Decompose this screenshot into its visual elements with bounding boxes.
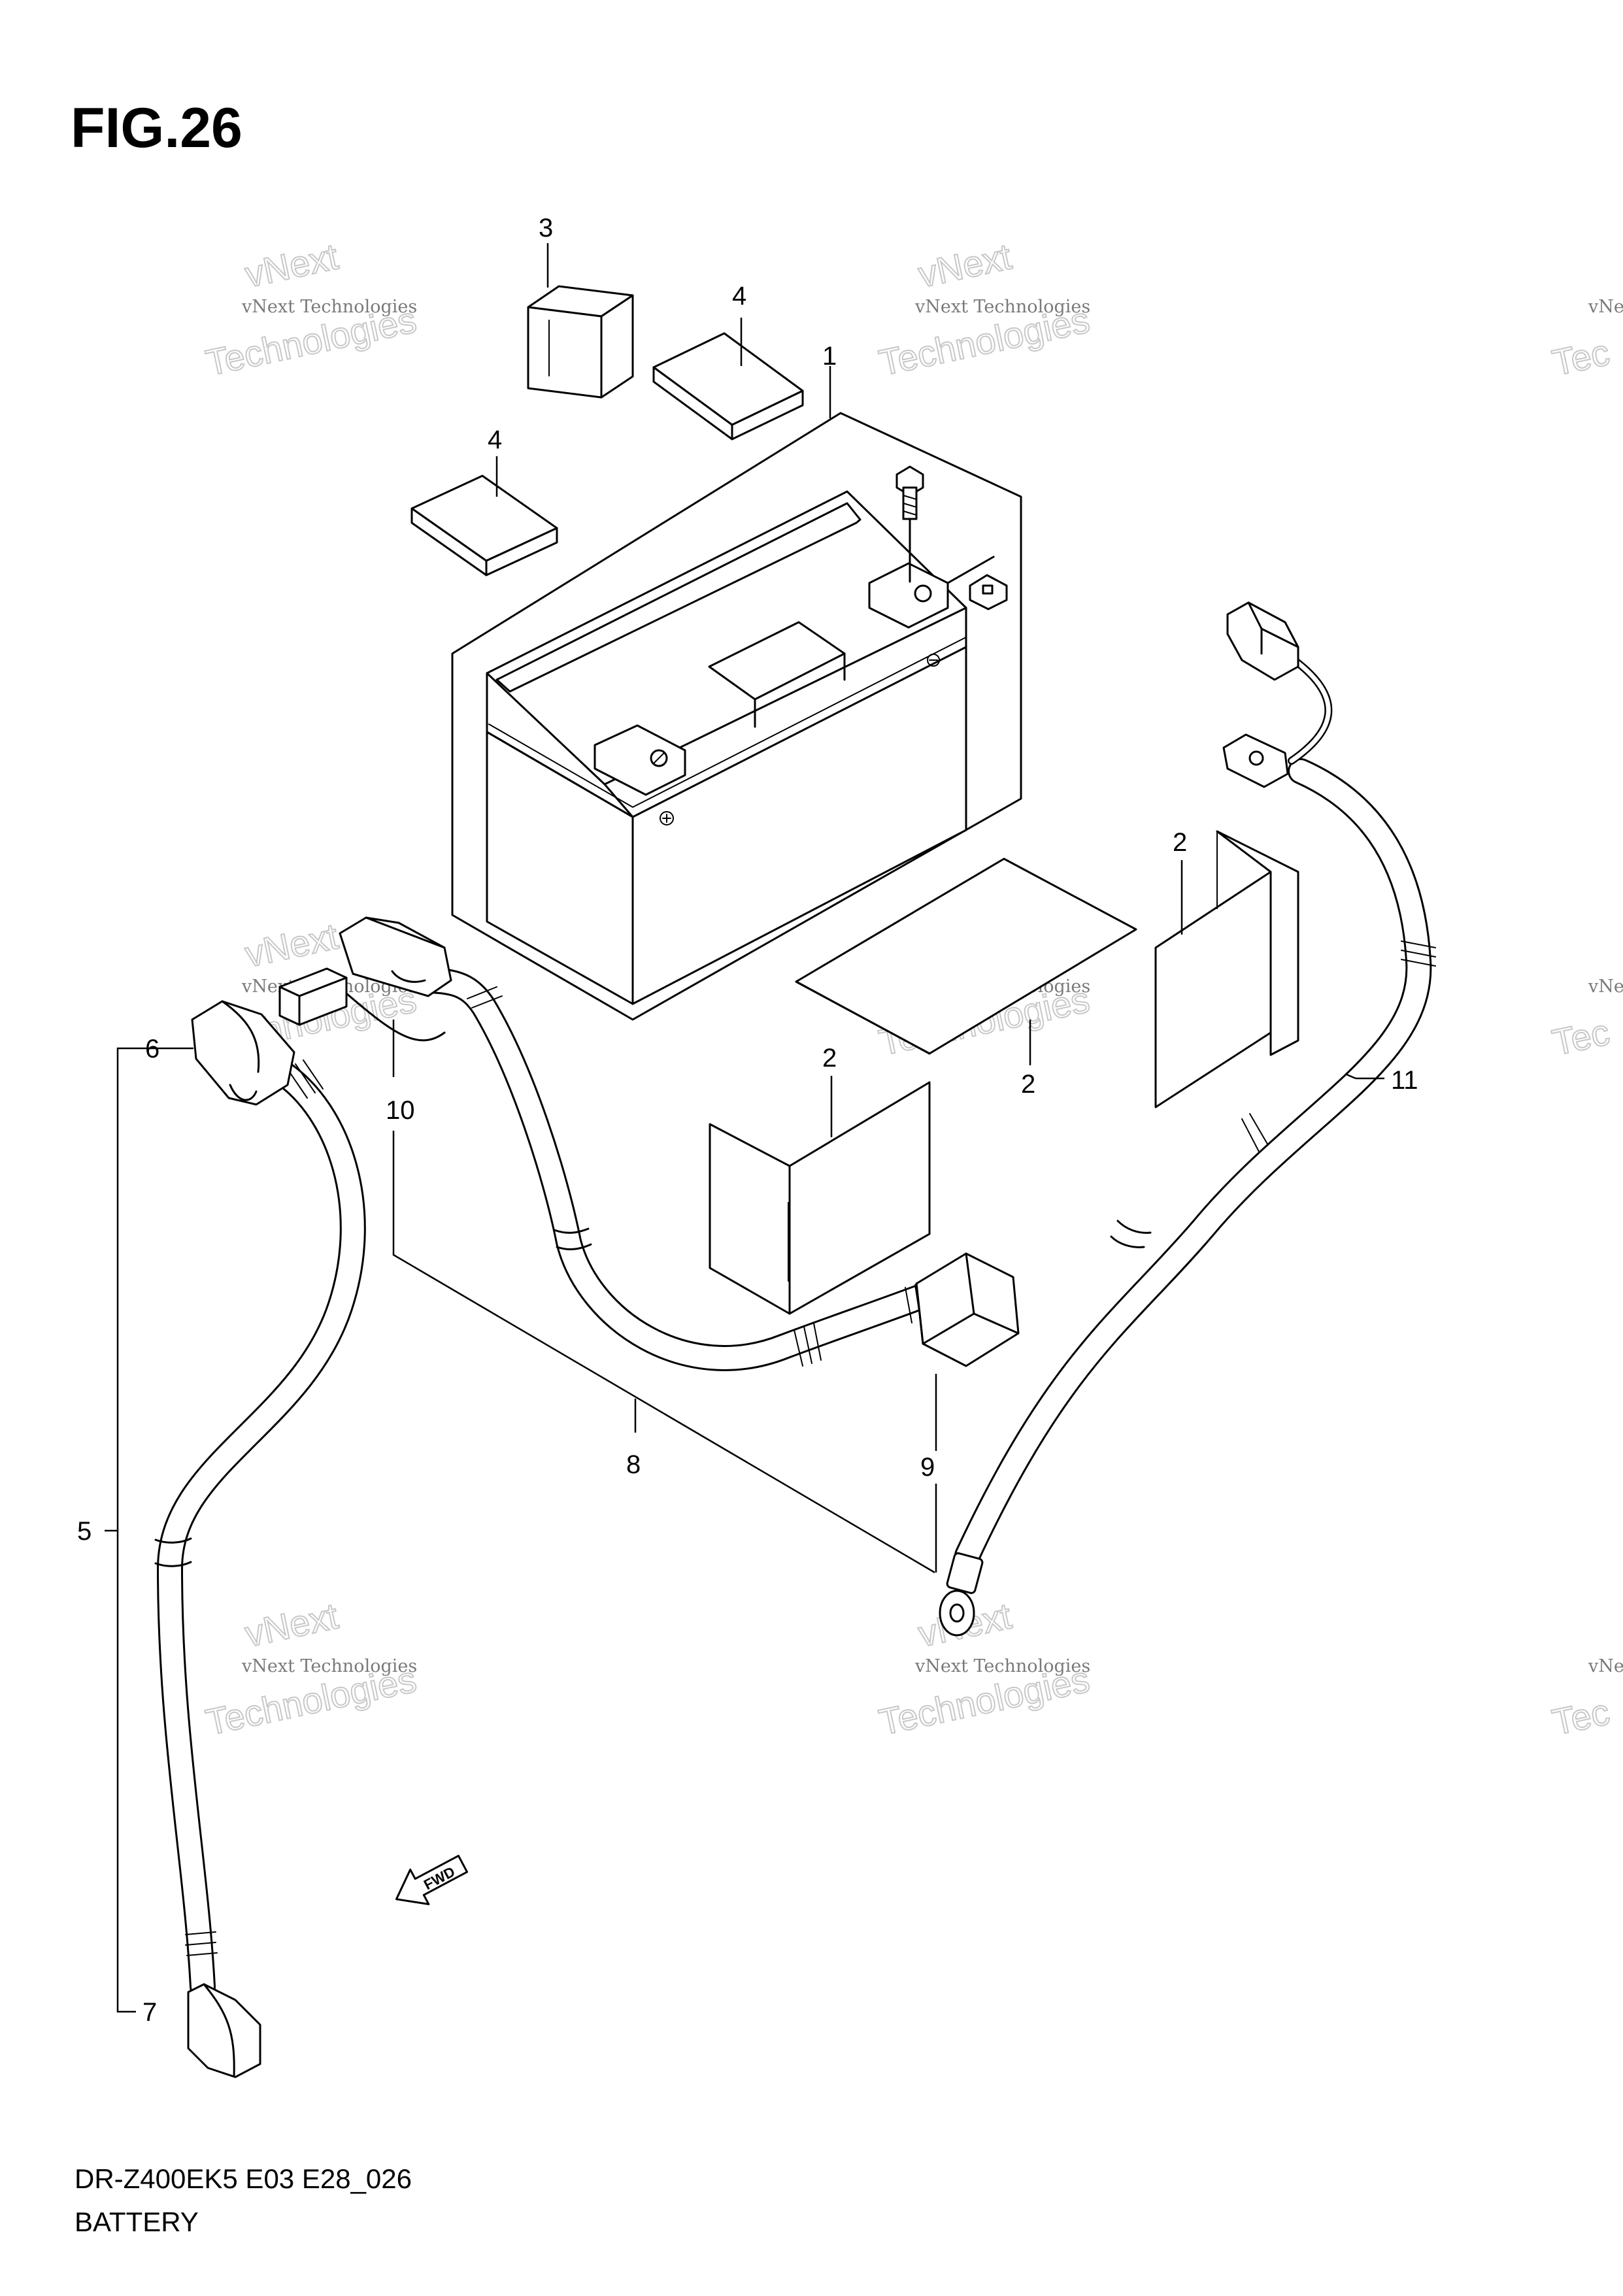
part-7-terminal-cover[interactable] — [187, 1983, 261, 2078]
part-2-pad-side-front[interactable] — [709, 1081, 931, 1315]
watermark: vNext Technologies vNext Technologies — [875, 1594, 1094, 1743]
part-4-pad-lower[interactable] — [410, 474, 558, 576]
callout-8: 8 — [626, 1450, 641, 1479]
callout-3: 3 — [539, 214, 553, 242]
watermark-edge-small: vNe — [1588, 1656, 1623, 1676]
callout-4-lower: 4 — [488, 425, 502, 454]
callout-9: 10 — [386, 1096, 415, 1125]
watermark-vnext: vNext — [914, 235, 1015, 295]
part-3-pad[interactable] — [527, 285, 634, 399]
leader-lines — [105, 243, 1384, 2013]
watermark-vnext: vNext — [241, 915, 342, 974]
part-8-battery-cable[interactable] — [339, 916, 1020, 1371]
watermark-edge-big: Tec — [1548, 1691, 1613, 1743]
watermark-text: vNext Technologies — [914, 297, 1090, 317]
callouts: 3 4 4 1 2 2 2 10 8 9 11 6 5 7 — [77, 214, 1418, 2027]
callout-2-right: 2 — [1173, 828, 1187, 857]
watermark-vnext: vNext — [241, 1595, 342, 1654]
watermark-text: vNext Technologies — [241, 297, 417, 317]
section-name: BATTERY — [75, 2206, 199, 2237]
fwd-arrow-icon: FWD — [395, 1854, 469, 1906]
model-code: DR-Z400EK5 E03 E28_026 — [75, 2163, 412, 2194]
watermark-edge-small: vNe — [1588, 976, 1623, 997]
callout-4-upper: 4 — [732, 282, 746, 310]
watermark-edge-small: vNe — [1588, 297, 1623, 317]
part-1-battery[interactable] — [451, 412, 1022, 1021]
part-2-pad-bottom[interactable] — [795, 857, 1137, 1055]
watermark-edge-big: Tec — [1548, 1011, 1613, 1063]
part-4-pad-upper[interactable] — [652, 332, 804, 441]
watermark-text: vNext Technologies — [241, 1656, 417, 1676]
watermark: vNext Technologies vNext Technologies — [875, 235, 1094, 384]
callout-1: 1 — [822, 342, 837, 371]
watermark-vnext: vNext — [241, 235, 342, 295]
part-2-pad-side-right[interactable] — [1154, 830, 1299, 1108]
part-6-terminal-cover[interactable] — [191, 1000, 295, 1106]
callout-7: 7 — [142, 1998, 157, 2027]
watermark-text: vNext Technologies — [914, 1656, 1090, 1676]
callout-6: 6 — [145, 1035, 159, 1063]
part-5-cable[interactable] — [154, 1059, 366, 2000]
watermark-edge-big: Tec — [1548, 331, 1613, 384]
callout-5: 5 — [77, 1517, 92, 1546]
watermark: vNext Technologies vNext Technologies — [201, 235, 420, 384]
callout-11: 11 — [1391, 1066, 1418, 1095]
figure-title: FIG.26 — [71, 97, 243, 159]
watermark: vNext Technologies vNext Technologies — [201, 1594, 420, 1743]
callout-2-lower: 2 — [822, 1044, 837, 1073]
part-9-clamp[interactable] — [278, 967, 446, 1042]
part-11-cable[interactable] — [939, 601, 1436, 1637]
callout-10: 9 — [920, 1453, 935, 1482]
callout-2-middle: 2 — [1021, 1070, 1035, 1099]
